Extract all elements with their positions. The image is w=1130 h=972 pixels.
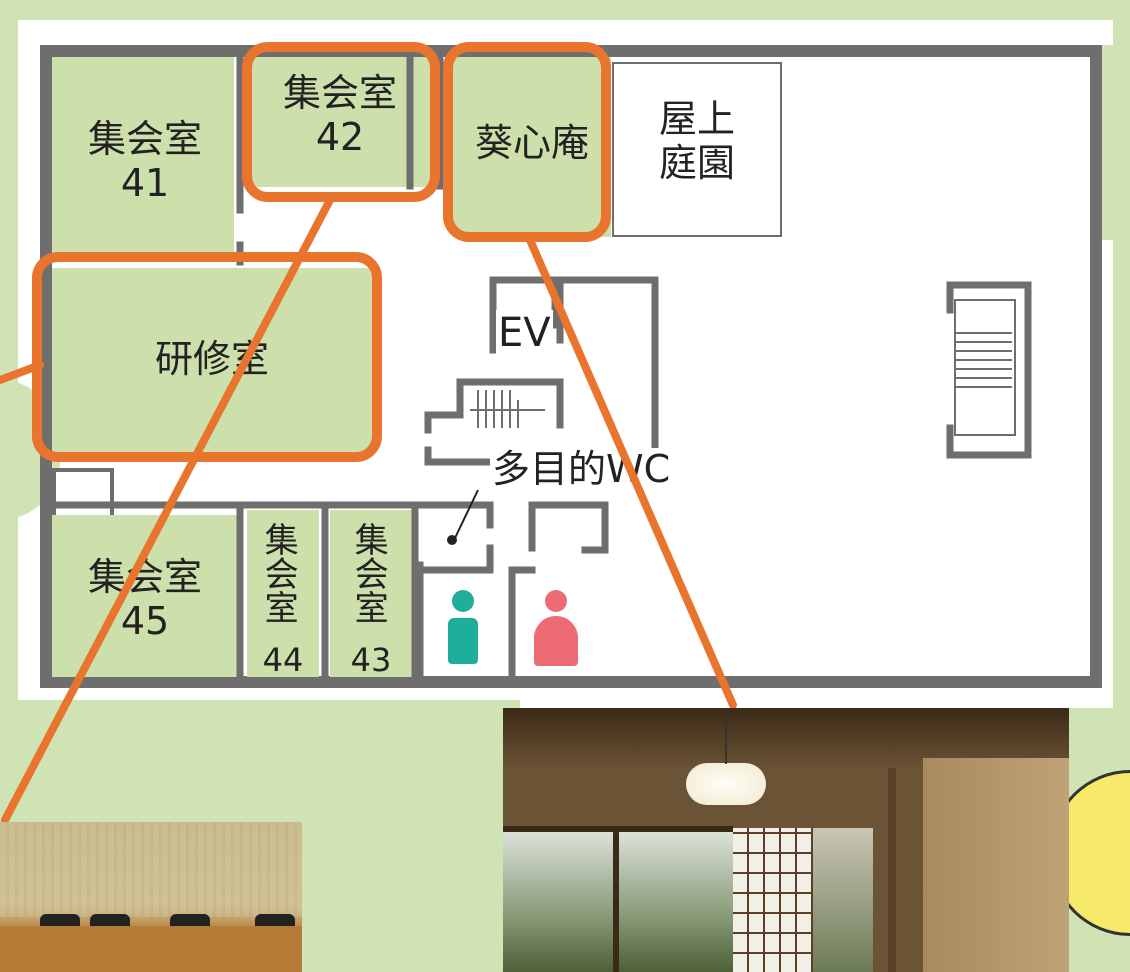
- outer-wall-left: [40, 45, 52, 688]
- highlight-training-room: [32, 252, 382, 462]
- female-restroom-icon: [532, 590, 580, 670]
- aoi-shinan-label: 葵心庵: [474, 121, 589, 165]
- meeting-room-44-label: 集会室: [258, 522, 299, 624]
- training-room-photo: [0, 822, 302, 972]
- meeting-room-43[interactable]: [330, 510, 412, 677]
- meeting-room-43-number: 43: [350, 641, 392, 679]
- outer-wall-right: [1090, 45, 1102, 688]
- rooftop-garden[interactable]: [612, 62, 782, 237]
- male-restroom-icon: [446, 590, 480, 670]
- outer-wall-bottom: [40, 676, 1102, 688]
- meeting-room-41-label: 集会室 41: [87, 117, 202, 205]
- highlight-meeting-room-42: [242, 42, 440, 202]
- aoi-shinan-room[interactable]: [453, 57, 611, 237]
- meeting-room-45[interactable]: [52, 515, 238, 677]
- meeting-room-45-label: 集会室 45: [87, 555, 202, 643]
- meeting-room-43-label: 集会室: [348, 522, 389, 624]
- elevator-label: EV: [496, 310, 553, 356]
- meeting-room-44[interactable]: [247, 510, 319, 677]
- right-accent: [1100, 45, 1130, 240]
- meeting-room-42[interactable]: [250, 57, 430, 187]
- meeting-room-42-label: 集会室 42: [282, 71, 397, 159]
- meeting-room-44-number: 44: [262, 641, 304, 679]
- rooftop-garden-label: 屋上 庭園: [658, 97, 735, 185]
- highlight-aoi-shinan: [443, 42, 611, 242]
- white-box: [52, 468, 114, 524]
- meeting-room-41[interactable]: [52, 57, 234, 257]
- aoi-shinan-photo: [503, 708, 1069, 972]
